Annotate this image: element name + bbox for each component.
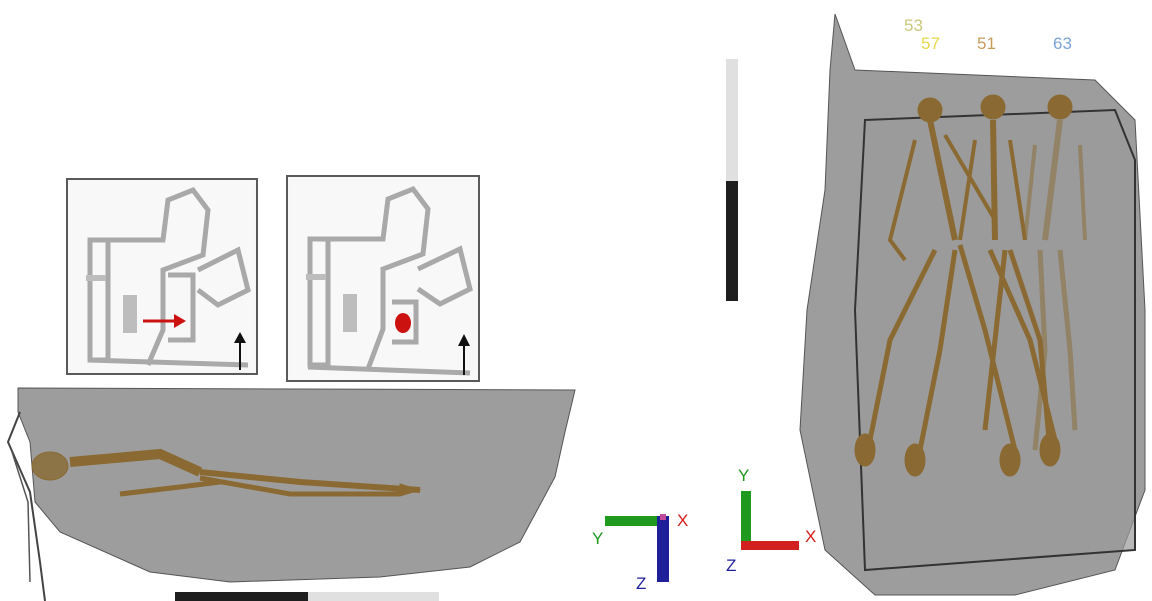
skeleton-label-57: 57: [921, 35, 940, 52]
grave-top-view: [795, 10, 1152, 601]
skeleton-label-53: 53: [904, 17, 923, 34]
skeleton-label-63: 63: [1053, 35, 1072, 52]
scale-bar-horizontal-light: [308, 592, 439, 601]
site-map-inset-marker: [286, 175, 480, 382]
axis-z-label: Z: [726, 557, 736, 574]
axis-y-label: Y: [738, 467, 749, 484]
axis-z-label: Z: [636, 575, 646, 592]
scale-bar-horizontal-dark: [175, 592, 308, 601]
scale-bar-vertical-light: [726, 59, 738, 181]
axis-x-label: X: [677, 512, 688, 529]
location-marker: [395, 313, 411, 333]
skeleton-label-51: 51: [977, 35, 996, 52]
grave-side-view: [0, 382, 590, 601]
axis-y-label: Y: [592, 530, 603, 547]
scale-bar-vertical-dark: [726, 181, 738, 301]
site-map-inset-arrow: [66, 178, 258, 375]
